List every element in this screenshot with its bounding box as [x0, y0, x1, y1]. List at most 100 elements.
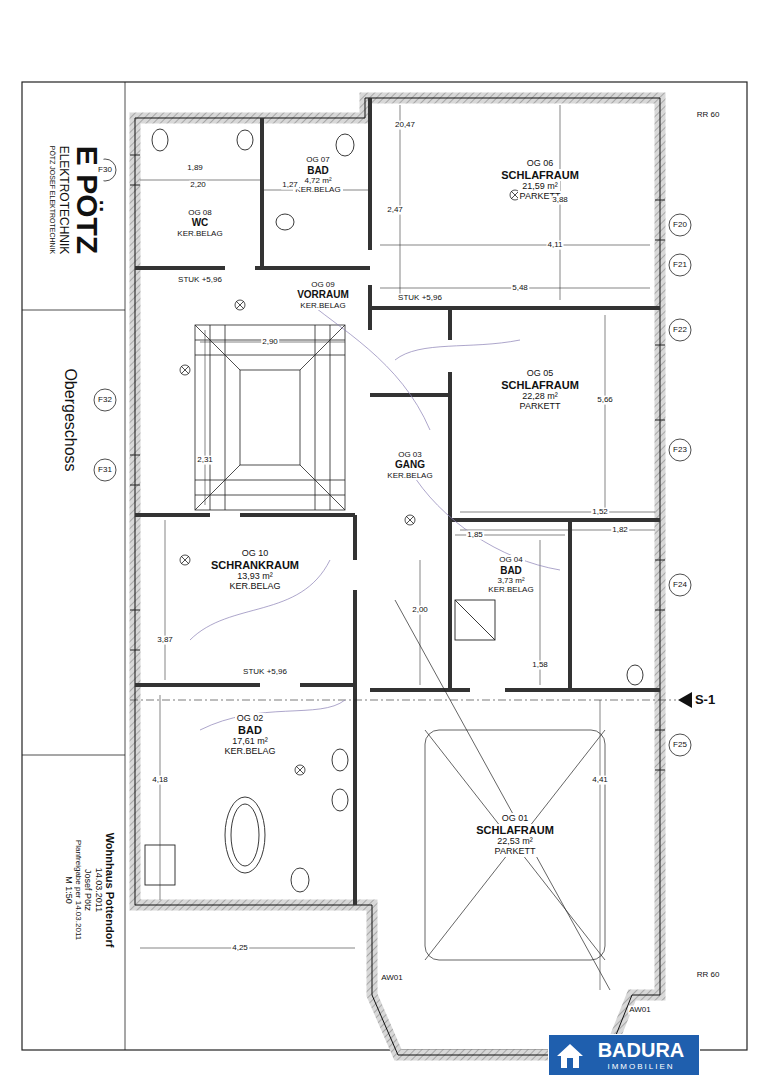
dimension-text: 1,52 — [591, 508, 609, 517]
room-code: OG 10 — [240, 548, 271, 558]
dimension-text: 4,18 — [151, 776, 169, 785]
node-text: KER.BELAG — [385, 471, 434, 480]
node-text: PARKETT — [518, 401, 563, 411]
annotation: RR 60 — [696, 111, 721, 120]
frame-divider — [125, 82, 126, 1050]
node-text: BAD — [236, 724, 264, 737]
dimension-text: 2,90 — [261, 338, 279, 347]
dimension-text: 2,31 — [196, 456, 214, 465]
frame-divider — [22, 310, 125, 311]
light-symbols — [180, 190, 540, 775]
node-text: WC — [190, 217, 211, 229]
node-text: ELEKTROTECHNIK — [55, 144, 69, 257]
title-block: E PÖTZELEKTROTECHNIKPÖTZ JOSEF ELEKTROTE… — [27, 93, 123, 308]
node-text: BAD — [498, 565, 524, 577]
room-label: OG 10SCHRANKRAUM13,93 m²KER.BELAG — [180, 535, 330, 605]
section-line — [130, 700, 676, 701]
annotation: STUK +5,96 — [242, 668, 288, 677]
node-text: SCHRANKRAUM — [209, 559, 301, 572]
staircase — [195, 325, 345, 510]
annotation: RR 60 — [696, 971, 721, 980]
room-label: OG 04BAD3,73 m²KER.BELAG — [458, 545, 564, 605]
window-tags — [94, 159, 691, 756]
node-text: VORRAUM — [295, 289, 351, 301]
room-label: OG 05SCHLAFRAUM22,28 m²PARKETT — [465, 350, 615, 430]
node-text: SCHLAFRAUM — [499, 169, 581, 182]
room-code: OG 01 — [500, 813, 531, 823]
node-text: 14.03.2011 — [93, 866, 103, 914]
node-text: PARKETT — [493, 846, 538, 856]
node-text: KER.BELAG — [293, 185, 342, 194]
room-label: OG 03GANGKER.BELAG — [373, 440, 447, 490]
room-code: OG 09 — [309, 280, 337, 289]
dimension-text: 5,48 — [511, 284, 529, 293]
room-label: OG 09VORRAUMKER.BELAG — [278, 272, 368, 318]
node-text: M 1:50 — [64, 874, 74, 906]
window-tag: F20 — [672, 221, 688, 230]
sanitary-fixtures — [145, 129, 643, 892]
node-text: 3,73 m² — [495, 576, 526, 585]
room-label: OG 02BAD17,61 m²KER.BELAG — [180, 700, 320, 770]
node-text: IMMOBILIEN — [605, 1062, 676, 1071]
node-text: 17,61 m² — [230, 736, 270, 746]
window-marks — [130, 155, 665, 770]
dimension-text: 2,47 — [386, 206, 404, 215]
node-text: SCHLAFRAUM — [499, 379, 581, 392]
dimension-text: 1,85 — [466, 531, 484, 540]
node-text: PÖTZ JOSEF ELEKTROTECHNIK — [47, 144, 55, 257]
room-code: OG 06 — [525, 158, 556, 168]
dimension-text: 1,27 — [281, 181, 299, 190]
room-code: OG 08 — [186, 208, 214, 217]
room-code: OG 05 — [525, 368, 556, 378]
dimension-text: 3,87 — [156, 636, 174, 645]
ceiling-outline — [395, 600, 610, 990]
node-text: KER.BELAG — [222, 746, 277, 756]
node-text: Wohnhaus Pottendorf — [104, 831, 117, 950]
node-text: SCHLAFRAUM — [474, 824, 556, 837]
window-tag: F31 — [97, 466, 113, 475]
node-text: KER.BELAG — [298, 301, 347, 310]
window-tag: F25 — [672, 741, 688, 750]
house-icon — [555, 1041, 585, 1071]
node-text: Planfreigabe per 14.03.2011 — [74, 838, 83, 942]
outer-wall-line — [135, 98, 660, 1055]
outer-wall — [135, 98, 660, 1055]
node-text: E PÖTZ — [69, 144, 104, 256]
dimension-text: 2,20 — [189, 181, 207, 190]
node-text: GANG — [393, 459, 427, 471]
annotation: STUK +5,96 — [397, 294, 443, 303]
node-text: Josef Pötz — [83, 867, 93, 913]
dimension-text: 4,25 — [231, 944, 249, 953]
dimension-text: 3,88 — [551, 196, 569, 205]
node-text: KER.BELAG — [227, 581, 282, 591]
annotation: STUK +5,96 — [177, 276, 223, 285]
wiring — [190, 295, 560, 730]
dimension-text: 4,11 — [547, 241, 564, 250]
window-tag: F30 — [97, 166, 113, 175]
annotation: AW01 — [628, 1006, 652, 1015]
room-code: OG 03 — [396, 450, 424, 459]
window-tag: F24 — [672, 581, 688, 590]
window-tag: F21 — [672, 261, 688, 270]
dimension-lines — [140, 105, 655, 990]
node-text: KER.BELAG — [486, 585, 535, 594]
room-label: OG 08WCKER.BELAG — [145, 198, 255, 248]
interior-walls — [135, 98, 660, 905]
logo-box: BADURAIMMOBILIEN — [548, 1034, 700, 1076]
node-text: KER.BELAG — [175, 229, 224, 238]
dimension-text: 1,89 — [186, 164, 204, 173]
frame-divider — [22, 755, 125, 756]
annotation: S-1 — [694, 693, 716, 707]
node-text: 21,59 m² — [520, 181, 560, 191]
node-text: 22,28 m² — [520, 391, 560, 401]
section-arrow — [678, 692, 692, 708]
node-text: 4,72 m² — [302, 176, 333, 185]
room-label: OG 06SCHLAFRAUM21,59 m²PARKETT — [470, 140, 610, 220]
room-label: OG 01SCHLAFRAUM22,53 m²PARKETT — [455, 800, 575, 870]
dimension-text: 20,47 — [394, 121, 416, 130]
dimension-text: 1,82 — [611, 526, 629, 535]
dimension-text: 4,41 — [591, 776, 609, 785]
dimension-text: 5,66 — [596, 396, 614, 405]
window-tag: F22 — [672, 326, 688, 335]
